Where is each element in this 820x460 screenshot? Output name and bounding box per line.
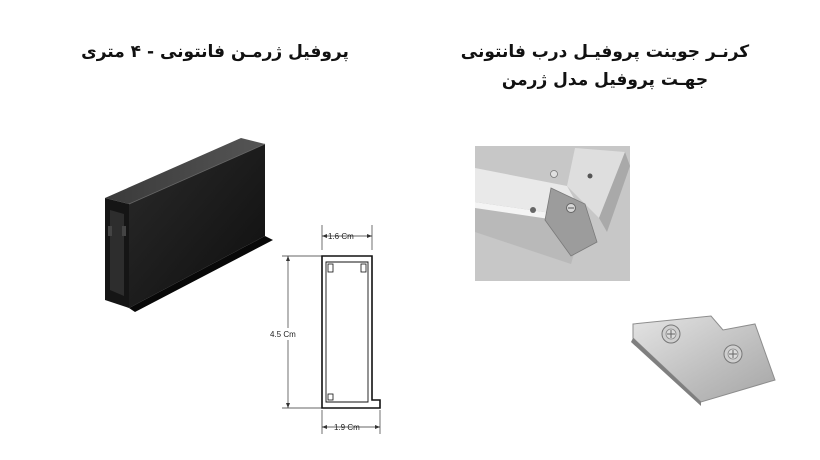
bottom-width-label: 1.9 Cm <box>334 423 360 432</box>
left-product-title: پروفیل ژرمـن فانتونی - ۴ متری <box>81 42 349 62</box>
corner-joint-assembled-photo <box>475 146 630 281</box>
top-width-label: 1.6 Cm <box>328 232 354 241</box>
black-profile-image <box>105 138 273 312</box>
right-title-line-1: کرنـر جوینت پروفیـل درب فانتونی <box>460 42 750 62</box>
right-product-title: کرنـر جوینت پروفیـل درب فانتونی جهـت پرو… <box>440 38 770 94</box>
right-title-line-2: جهـت پروفیل مدل ژرمن <box>501 70 709 90</box>
corner-joint-part-image <box>631 315 776 406</box>
height-label: 4.5 Cm <box>270 330 296 339</box>
profile-dimension-drawing: 1.6 Cm 4.5 Cm 1.9 Cm <box>268 225 381 434</box>
